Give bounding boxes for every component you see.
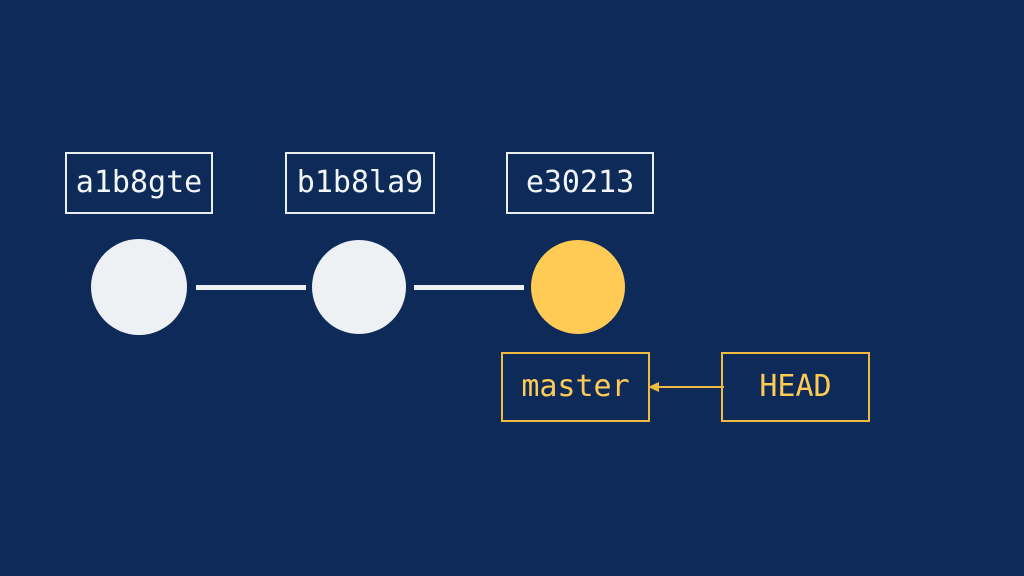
commit-hash-label: a1b8gte	[75, 165, 203, 200]
head-to-master-arrow-icon	[648, 382, 724, 392]
commit-node-a1b8gte	[91, 239, 187, 335]
commit-node-e30213	[531, 240, 625, 334]
head-ref-label: HEAD	[759, 369, 832, 404]
commit-hash-box-b1b8la9: b1b8la9	[285, 152, 435, 214]
branch-ref-box-master: master	[501, 352, 650, 422]
commit-edge-a1b8gte-to-b1b8la9	[196, 285, 306, 290]
head-ref-box: HEAD	[721, 352, 870, 422]
branch-ref-label: master	[521, 369, 630, 404]
commit-hash-box-e30213: e30213	[506, 152, 654, 214]
commit-hash-box-a1b8gte: a1b8gte	[65, 152, 213, 214]
commit-node-b1b8la9	[312, 240, 406, 334]
commit-hash-label: e30213	[525, 165, 635, 200]
commit-edge-b1b8la9-to-e30213	[414, 285, 524, 290]
commit-hash-label: b1b8la9	[296, 165, 424, 200]
